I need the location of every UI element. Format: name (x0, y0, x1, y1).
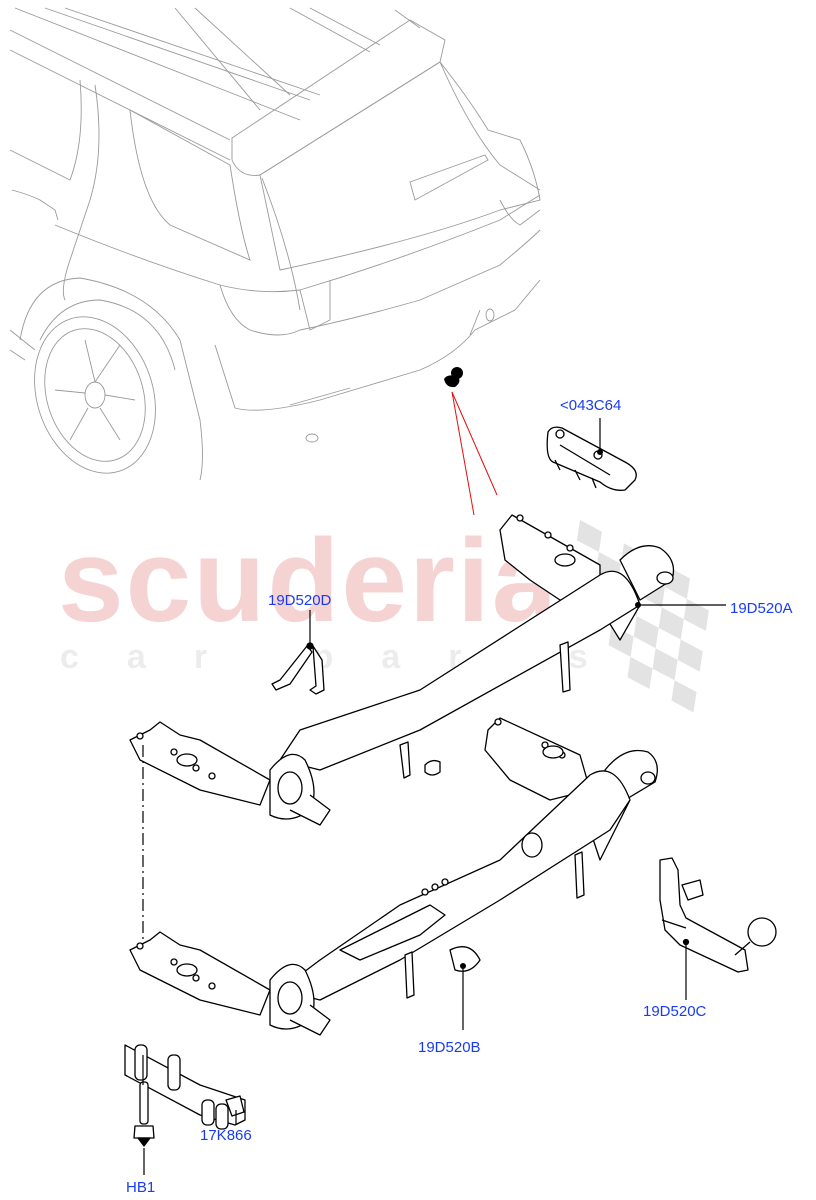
part-043c64-bracket (546, 426, 637, 491)
leader-lines (142, 418, 726, 1175)
callout-19d520a[interactable]: 19D520A (730, 600, 793, 617)
watermark-scuderia: scuderia (58, 515, 560, 647)
callout-19d520b[interactable]: 19D520B (418, 1039, 481, 1056)
part-19d520a-crossbeam (129, 514, 675, 826)
callout-043c64[interactable]: <043C64 (560, 397, 622, 414)
part-hb1-bolt (133, 1081, 155, 1147)
callout-19d520d[interactable]: 19D520D (268, 592, 332, 609)
callout-19d520c[interactable]: 19D520C (643, 1003, 707, 1020)
callout-17k866[interactable]: 17K866 (200, 1127, 252, 1144)
part-17k866-bracket (124, 1044, 246, 1130)
callout-hb1[interactable]: HB1 (126, 1179, 156, 1196)
location-indicator-lines (451, 391, 498, 516)
part-19d520d-strap (271, 642, 325, 695)
part-19d520c-tow-ball (659, 857, 777, 973)
part-19d520b-crossbeam (129, 717, 658, 1036)
